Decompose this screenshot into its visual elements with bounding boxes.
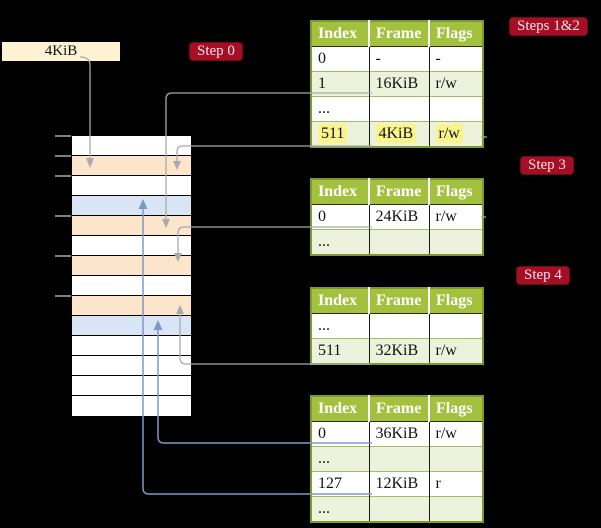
table-row: ... (311, 446, 483, 472)
cell-flags: r/w (428, 421, 483, 447)
root-pointer-box: 4KiB (2, 42, 120, 61)
cell-frame: 12KiB (368, 471, 429, 497)
memory-row-8-free (72, 276, 191, 296)
cell-flags (428, 229, 483, 255)
cell-frame (368, 229, 429, 255)
col-header-index: Index (311, 396, 369, 422)
col-header-flags: Flags (428, 288, 483, 314)
memory-row-14-free (72, 396, 191, 416)
cell-flags: r/w (428, 71, 483, 97)
badge-step-0: Step 0 (189, 42, 243, 61)
cell-index: 1 (311, 71, 369, 97)
cell-frame: 36KiB (368, 421, 429, 447)
cell-flags: r/w (428, 338, 483, 364)
memory-row-5-table (72, 216, 191, 236)
col-header-flags: Flags (428, 396, 483, 422)
cell-index: ... (311, 496, 369, 522)
col-header-frame: Frame (368, 179, 429, 205)
memory-tick (55, 295, 71, 297)
cell-frame (368, 96, 429, 122)
memory-tick (55, 135, 71, 137)
cell-frame: 24KiB (368, 204, 429, 230)
cell-frame: 4KiB (368, 121, 429, 147)
cell-frame (368, 446, 429, 472)
col-header-frame: Frame (368, 21, 429, 47)
cell-index: ... (311, 229, 369, 255)
table-row: 0 36KiB r/w (311, 421, 483, 447)
col-header-frame: Frame (368, 396, 429, 422)
memory-row-9-table (72, 296, 191, 316)
cell-flags (428, 496, 483, 522)
memory-row-6-free (72, 236, 191, 256)
cell-frame: 16KiB (368, 71, 429, 97)
col-header-frame: Frame (368, 288, 429, 314)
table-row: 0 - - (311, 46, 483, 72)
cell-frame: 32KiB (368, 338, 429, 364)
page-table-leaf: Index Frame Flags 0 36KiB r/w ... 127 12… (310, 395, 484, 523)
memory-row-4-data (72, 196, 191, 216)
cell-index: 511 (311, 338, 369, 364)
col-header-flags: Flags (428, 21, 483, 47)
badge-steps-1-2: Steps 1&2 (509, 17, 588, 36)
memory-row-2-table (72, 156, 191, 176)
table-row-recursive-entry: 511 4KiB r/w (311, 121, 483, 147)
memory-tick (55, 155, 71, 157)
cell-flags: r (428, 471, 483, 497)
table-row: 127 12KiB r (311, 471, 483, 497)
cell-index: 0 (318, 208, 326, 225)
badge-step-4: Step 4 (516, 266, 570, 285)
highlighted-value: 511 (318, 124, 348, 143)
cell-flags (428, 446, 483, 472)
badge-step-3: Step 3 (520, 156, 574, 175)
highlighted-value: r/w (435, 124, 463, 143)
cell-flags: r/w (428, 204, 483, 230)
cell-index: ... (318, 317, 330, 334)
table-row: ... (311, 96, 483, 122)
memory-tick (55, 255, 71, 257)
connector-entry511-to-4kib-frame (176, 145, 372, 161)
header-row: Index Frame Flags (311, 21, 483, 47)
col-header-flags: Flags (428, 179, 483, 205)
header-row: Index Frame Flags (311, 288, 483, 314)
cell-flags: r/w (428, 121, 483, 147)
page-table-root: Index Frame Flags 0 - - 1 16KiB r/w ... … (310, 20, 484, 148)
table-row: ... (311, 496, 483, 522)
memory-tick (55, 175, 71, 177)
memory-row-10-data (72, 316, 191, 336)
col-header-index: Index (311, 179, 369, 205)
cell-index: 0 (318, 425, 326, 442)
memory-row-12-free (72, 356, 191, 376)
cell-index: 0 (318, 50, 326, 67)
cell-flags (428, 313, 483, 339)
cell-frame (368, 496, 429, 522)
page-table-level2: Index Frame Flags 0 24KiB r/w ... (310, 178, 484, 256)
memory-column (71, 135, 192, 417)
table-row: 1 16KiB r/w (311, 71, 483, 97)
header-row: Index Frame Flags (311, 396, 483, 422)
cell-flags: - (428, 46, 483, 72)
memory-row-11-free (72, 336, 191, 356)
cell-frame (368, 313, 429, 339)
cell-index: 127 (311, 471, 369, 497)
col-header-index: Index (311, 288, 369, 314)
table-row: ... (311, 313, 483, 339)
table-row: ... (311, 229, 483, 255)
highlighted-value: 4KiB (375, 124, 417, 143)
cell-index: 511 (311, 121, 369, 147)
cell-index: ... (311, 96, 369, 122)
col-header-index: Index (311, 21, 369, 47)
page-table-level3: Index Frame Flags ... 511 32KiB r/w (310, 287, 484, 365)
memory-row-1-free (72, 136, 191, 156)
cell-flags (428, 96, 483, 122)
cell-index: ... (311, 446, 369, 472)
table-row: 0 24KiB r/w (311, 204, 483, 230)
cell-frame: - (368, 46, 429, 72)
header-row: Index Frame Flags (311, 179, 483, 205)
memory-row-7-table (72, 256, 191, 276)
memory-row-13-free (72, 376, 191, 396)
memory-row-3-free (72, 176, 191, 196)
table-row: 511 32KiB r/w (311, 338, 483, 364)
memory-tick (55, 215, 71, 217)
